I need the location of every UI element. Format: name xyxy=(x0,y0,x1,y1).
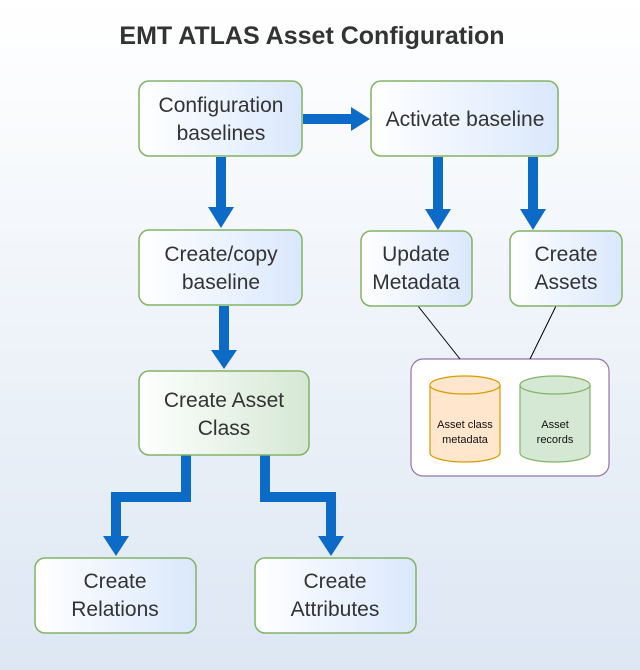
node-create-attributes: Create Attributes xyxy=(254,557,417,634)
node-create-assets-line1: Create xyxy=(534,243,597,266)
node-create-assets: Create Assets xyxy=(509,230,623,307)
node-update-metadata: Update Metadata xyxy=(360,230,473,307)
node-update-metadata-line2: Metadata xyxy=(372,271,460,294)
arrow-assetclass-to-attributes xyxy=(260,455,344,556)
node-create-asset-class-line2: Class xyxy=(198,417,251,440)
node-create-assets-line2: Assets xyxy=(534,271,597,294)
node-create-relations: Create Relations xyxy=(34,557,197,634)
database-asset-records-icon: Asset records xyxy=(519,375,591,463)
node-create-asset-class-line1: Create Asset xyxy=(164,389,284,412)
node-create-copy-baseline-line2: baseline xyxy=(182,271,260,294)
node-create-relations-line2: Relations xyxy=(71,598,159,621)
node-configuration-baselines: Configuration baselines xyxy=(138,80,303,157)
connector-assets-to-group xyxy=(529,305,557,360)
database-asset-class-metadata-line2: metadata xyxy=(442,434,489,446)
arrow-config-to-activate xyxy=(303,107,370,131)
node-create-copy-baseline: Create/copy baseline xyxy=(138,229,303,306)
arrow-activate-to-assets xyxy=(520,157,546,230)
database-asset-records-line2: records xyxy=(537,434,574,446)
database-asset-records-line1: Asset xyxy=(541,419,569,431)
node-update-metadata-line1: Update xyxy=(382,243,450,266)
database-asset-class-metadata-line1: Asset class xyxy=(437,419,493,431)
arrow-activate-to-update xyxy=(425,157,451,230)
diagram-title: EMT ATLAS Asset Configuration xyxy=(119,22,504,50)
node-create-copy-baseline-line1: Create/copy xyxy=(164,243,278,266)
node-create-relations-line1: Create xyxy=(83,570,146,593)
arrow-createcopy-to-assetclass xyxy=(211,306,237,369)
node-configuration-baselines-line2: baselines xyxy=(177,122,266,145)
node-activate-baseline-line1: Activate baseline xyxy=(386,108,545,131)
node-create-asset-class: Create Asset Class xyxy=(138,370,310,456)
node-configuration-baselines-line1: Configuration xyxy=(159,94,284,117)
connector-metadata-to-group xyxy=(417,305,461,360)
arrow-config-to-createcopy xyxy=(208,157,234,228)
node-create-attributes-line1: Create xyxy=(303,570,366,593)
arrow-assetclass-to-relations xyxy=(103,455,191,556)
node-create-attributes-line2: Attributes xyxy=(291,598,380,621)
database-asset-class-metadata-icon: Asset class metadata xyxy=(429,375,501,463)
node-activate-baseline: Activate baseline xyxy=(370,80,559,157)
arrows xyxy=(103,107,546,556)
